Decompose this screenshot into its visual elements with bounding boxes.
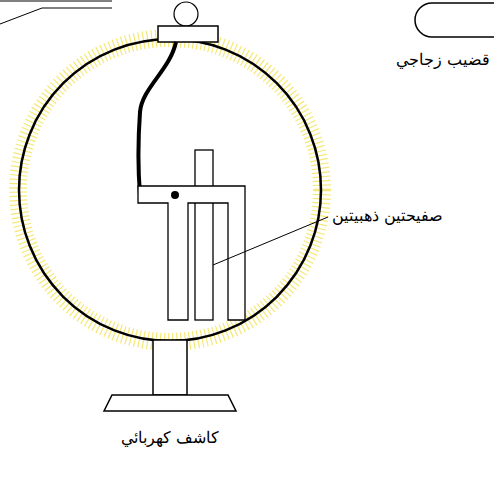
pivot-dot	[171, 191, 179, 199]
rod-label: قضيب زجاجي	[396, 50, 490, 69]
glass-rod	[415, 3, 494, 37]
base	[104, 395, 236, 411]
conducting-wire	[139, 42, 177, 195]
leaves-label: صفيحتين ذهبيتين	[332, 206, 443, 225]
corner-fragment	[0, 1, 112, 24]
stand	[153, 340, 187, 395]
metal-knob	[174, 2, 198, 26]
globe-hatching	[18, 38, 322, 342]
central-rod	[195, 150, 213, 320]
insulating-collar	[158, 26, 218, 42]
glass-globe	[19, 39, 321, 341]
leader-line	[213, 217, 328, 265]
electroscope-label: كاشف كهربائي	[121, 428, 219, 447]
gold-leaves	[138, 186, 245, 320]
